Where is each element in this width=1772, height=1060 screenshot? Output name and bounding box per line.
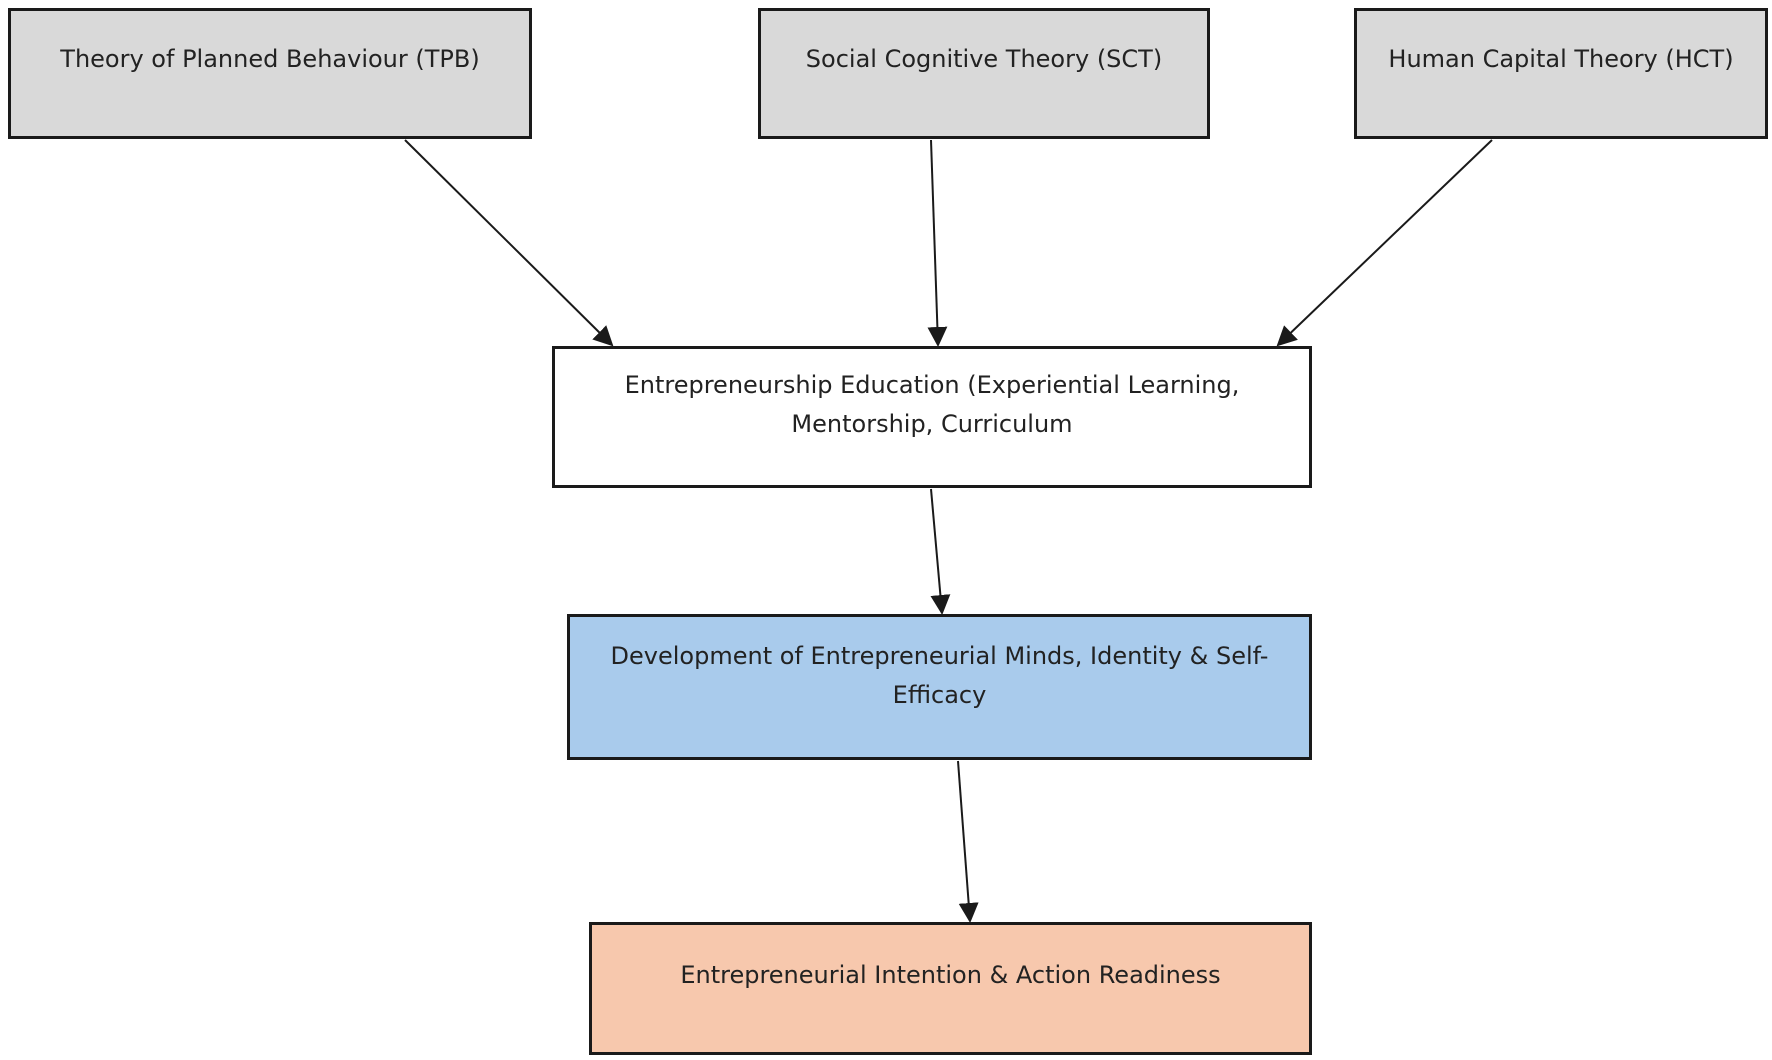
theory-box-tpb: Theory of Planned Behaviour (TPB) [8, 8, 532, 139]
outcome-box: Entrepreneurial Intention & Action Readi… [589, 922, 1312, 1055]
theory-label-sct: Social Cognitive Theory (SCT) [805, 45, 1163, 73]
development-label: Development of Entrepreneurial Minds, Id… [610, 642, 1269, 709]
theory-box-hct: Human Capital Theory (HCT) [1354, 8, 1768, 139]
arrow-tpb-to-education [404, 139, 614, 347]
development-box: Development of Entrepreneurial Minds, Id… [567, 614, 1312, 760]
arrow-development-to-outcome [957, 760, 979, 923]
outcome-label: Entrepreneurial Intention & Action Readi… [680, 961, 1221, 989]
arrow-sct-to-education [927, 139, 948, 347]
theory-label-tpb: Theory of Planned Behaviour (TPB) [60, 45, 480, 73]
arrow-hct-to-education [1276, 139, 1493, 347]
education-label: Entrepreneurship Education (Experiential… [624, 371, 1240, 438]
theory-label-hct: Human Capital Theory (HCT) [1388, 45, 1734, 73]
theory-box-sct: Social Cognitive Theory (SCT) [758, 8, 1210, 139]
arrow-education-to-development [930, 488, 951, 615]
education-box: Entrepreneurship Education (Experiential… [552, 346, 1312, 488]
